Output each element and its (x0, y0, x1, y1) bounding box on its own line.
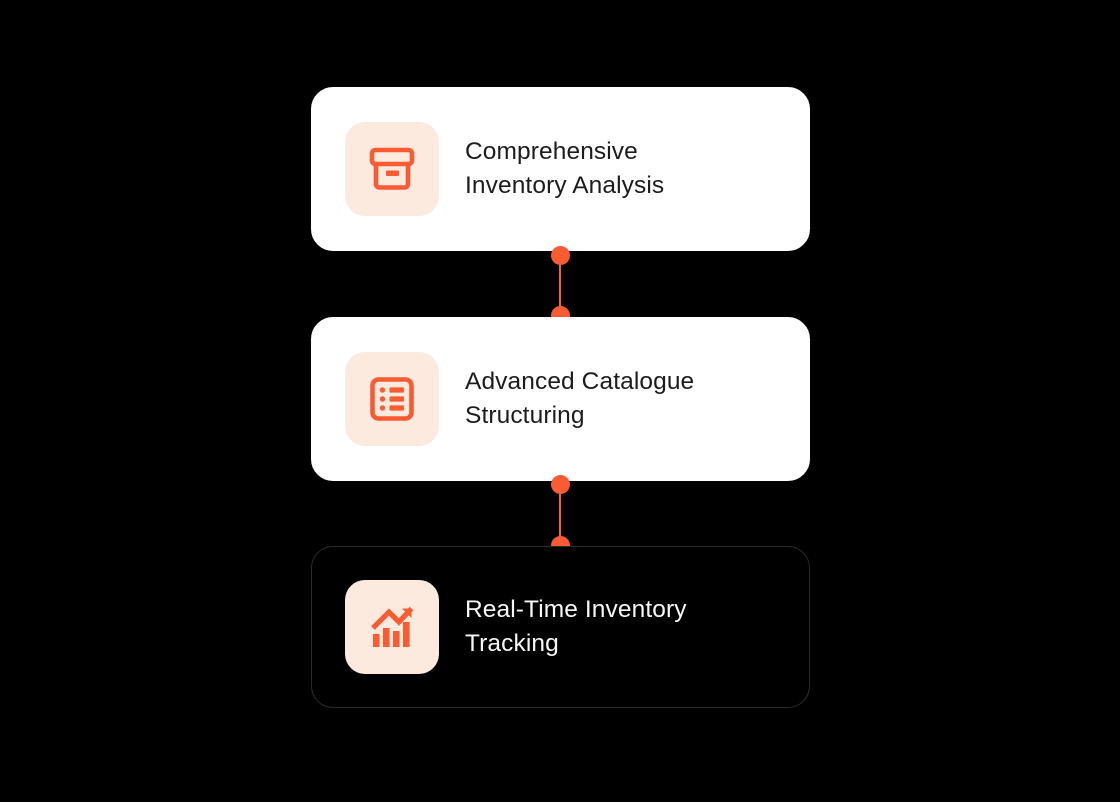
connector-line (559, 484, 561, 545)
bar-chart-trend-icon-tile (345, 580, 439, 674)
list-checklist-icon (370, 377, 414, 421)
flow-step-label-2: Advanced Catalogue Structuring (465, 368, 695, 429)
flow-step-card-3[interactable]: Real-Time Inventory Tracking (311, 546, 810, 708)
bar-chart-trend-icon (371, 606, 414, 647)
connector-line (559, 255, 561, 315)
flow-step-card-2[interactable]: Advanced Catalogue Structuring (311, 317, 810, 481)
archive-box-icon-tile (345, 122, 439, 216)
flow-step-card-1[interactable]: Comprehensive Inventory Analysis (311, 87, 810, 251)
archive-box-icon (369, 147, 415, 190)
flow-step-label-3: Real-Time Inventory Tracking (465, 596, 687, 657)
list-checklist-icon-tile (345, 352, 439, 446)
flow-step-label-1: Comprehensive Inventory Analysis (465, 138, 665, 199)
